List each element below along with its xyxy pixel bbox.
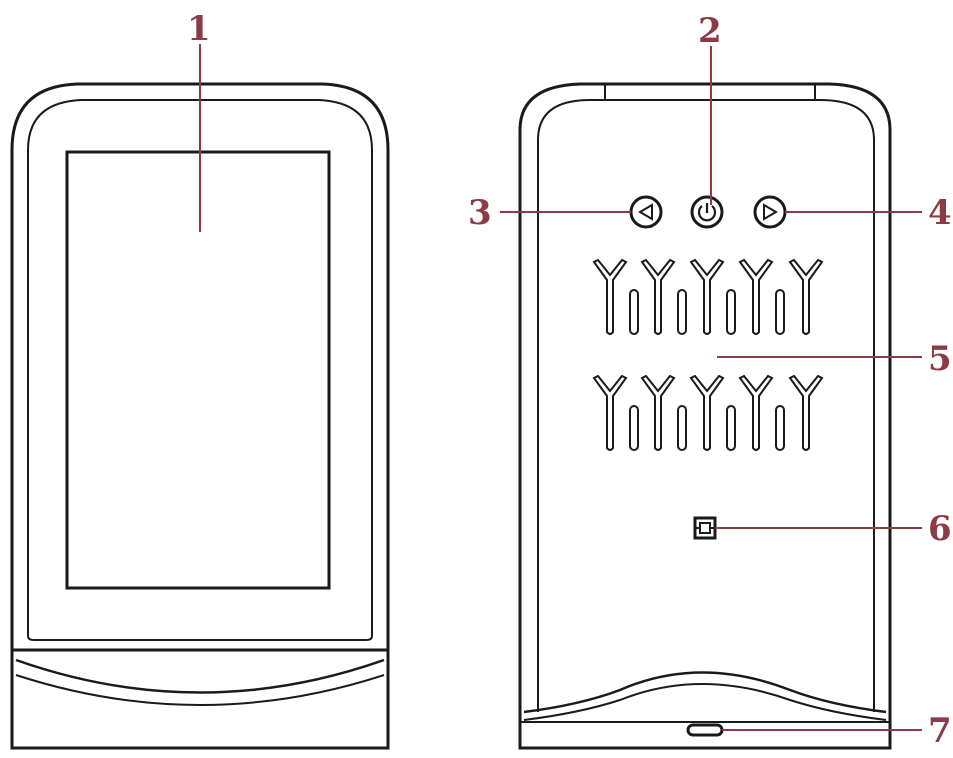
vent-slots (592, 258, 824, 451)
callout-7: 7 (928, 711, 952, 751)
left-arrow-button[interactable] (629, 195, 663, 229)
back-panel (537, 99, 875, 712)
callout-3: 3 (468, 193, 492, 233)
vent-slot (677, 405, 687, 451)
vent-slot (738, 374, 774, 451)
vent-slot (689, 258, 725, 335)
front-device-body (10, 82, 390, 652)
power-icon (697, 203, 717, 222)
back-view (518, 82, 892, 750)
usb-port[interactable] (686, 723, 724, 737)
vent-slot (640, 258, 676, 335)
vent-slot (775, 289, 785, 335)
vent-slot (726, 405, 736, 451)
vent-slot (592, 258, 628, 335)
vent-slot (788, 258, 824, 335)
vent-slot (726, 289, 736, 335)
back-device-body (518, 82, 892, 750)
vent-slot (640, 374, 676, 451)
callout-4: 4 (928, 193, 952, 233)
front-bezel (27, 99, 373, 641)
front-view (10, 82, 390, 750)
vent-slot (629, 289, 639, 335)
base-curve-bottom (15, 674, 385, 706)
back-bottom-seam (523, 671, 887, 714)
display-screen (65, 150, 331, 590)
callout-2: 2 (698, 11, 722, 51)
triangle-left-icon (638, 203, 653, 221)
power-button[interactable] (690, 195, 724, 229)
vent-slot (689, 374, 725, 451)
right-arrow-button[interactable] (753, 195, 787, 229)
vent-slot (775, 405, 785, 451)
callout-6: 6 (928, 509, 952, 549)
vent-slot (629, 405, 639, 451)
sensor-icon (693, 516, 717, 540)
callout-1: 1 (187, 9, 211, 49)
vent-slot (677, 289, 687, 335)
back-bottom-seam-inner (523, 683, 887, 721)
vent-slot (592, 374, 628, 451)
callout-5: 5 (928, 339, 952, 379)
base-curve-top (15, 658, 385, 694)
vent-slot (738, 258, 774, 335)
vent-slot (788, 374, 824, 451)
base-stand (10, 648, 390, 750)
triangle-right-icon (763, 203, 778, 221)
callouts: 1 2 3 4 5 6 7 (187, 9, 952, 751)
